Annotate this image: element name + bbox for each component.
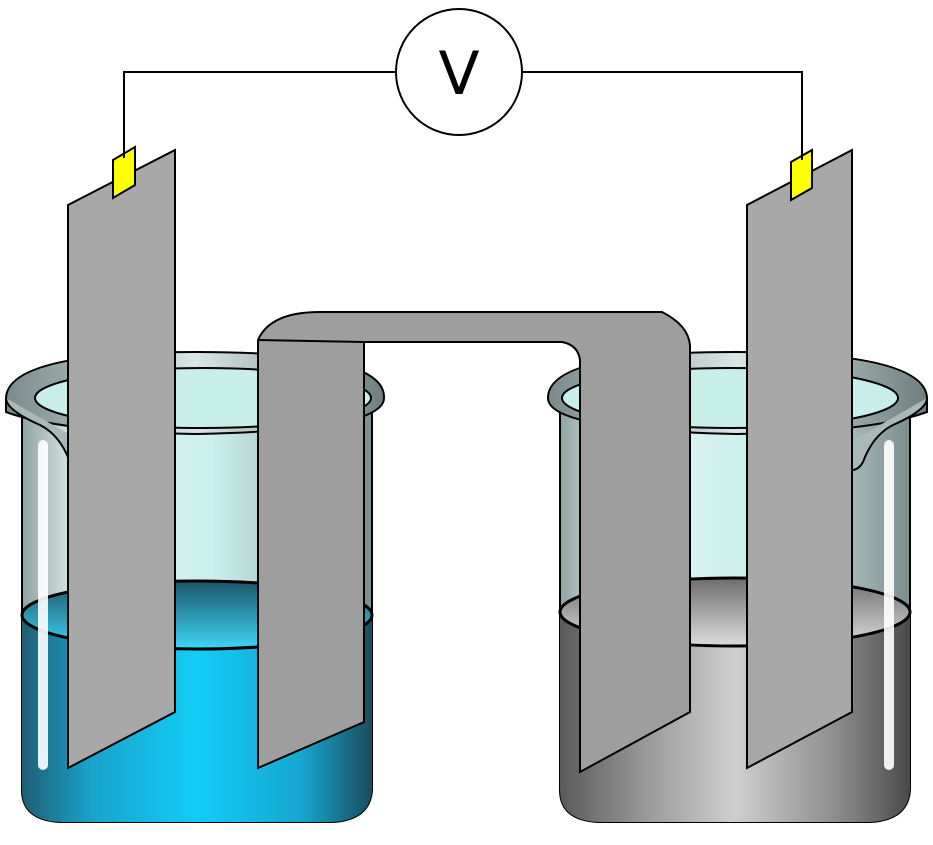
- left-electrode-plate: [67, 148, 176, 770]
- right-wire: [522, 71, 803, 160]
- right-beaker-highlight: [884, 440, 894, 770]
- salt-bridge: [257, 311, 691, 774]
- salt-bridge-body: [257, 311, 691, 774]
- right-electrode: [746, 148, 853, 770]
- right-solution-surface-outline: [558, 576, 912, 648]
- voltmeter-dial: [395, 8, 523, 136]
- left-solution-surface-outline: [20, 579, 374, 651]
- circuit-wire: [123, 71, 803, 160]
- left-beaker-highlight: [38, 440, 48, 770]
- salt-bridge-edge: [257, 339, 365, 343]
- right-electrode-plate: [746, 148, 853, 770]
- left-electrode-clip: [112, 145, 136, 200]
- voltmeter-label: V: [438, 39, 479, 109]
- voltmeter: V: [395, 8, 523, 136]
- left-electrode: [67, 145, 176, 770]
- right-electrode-clip: [790, 148, 813, 202]
- left-wire: [123, 71, 396, 158]
